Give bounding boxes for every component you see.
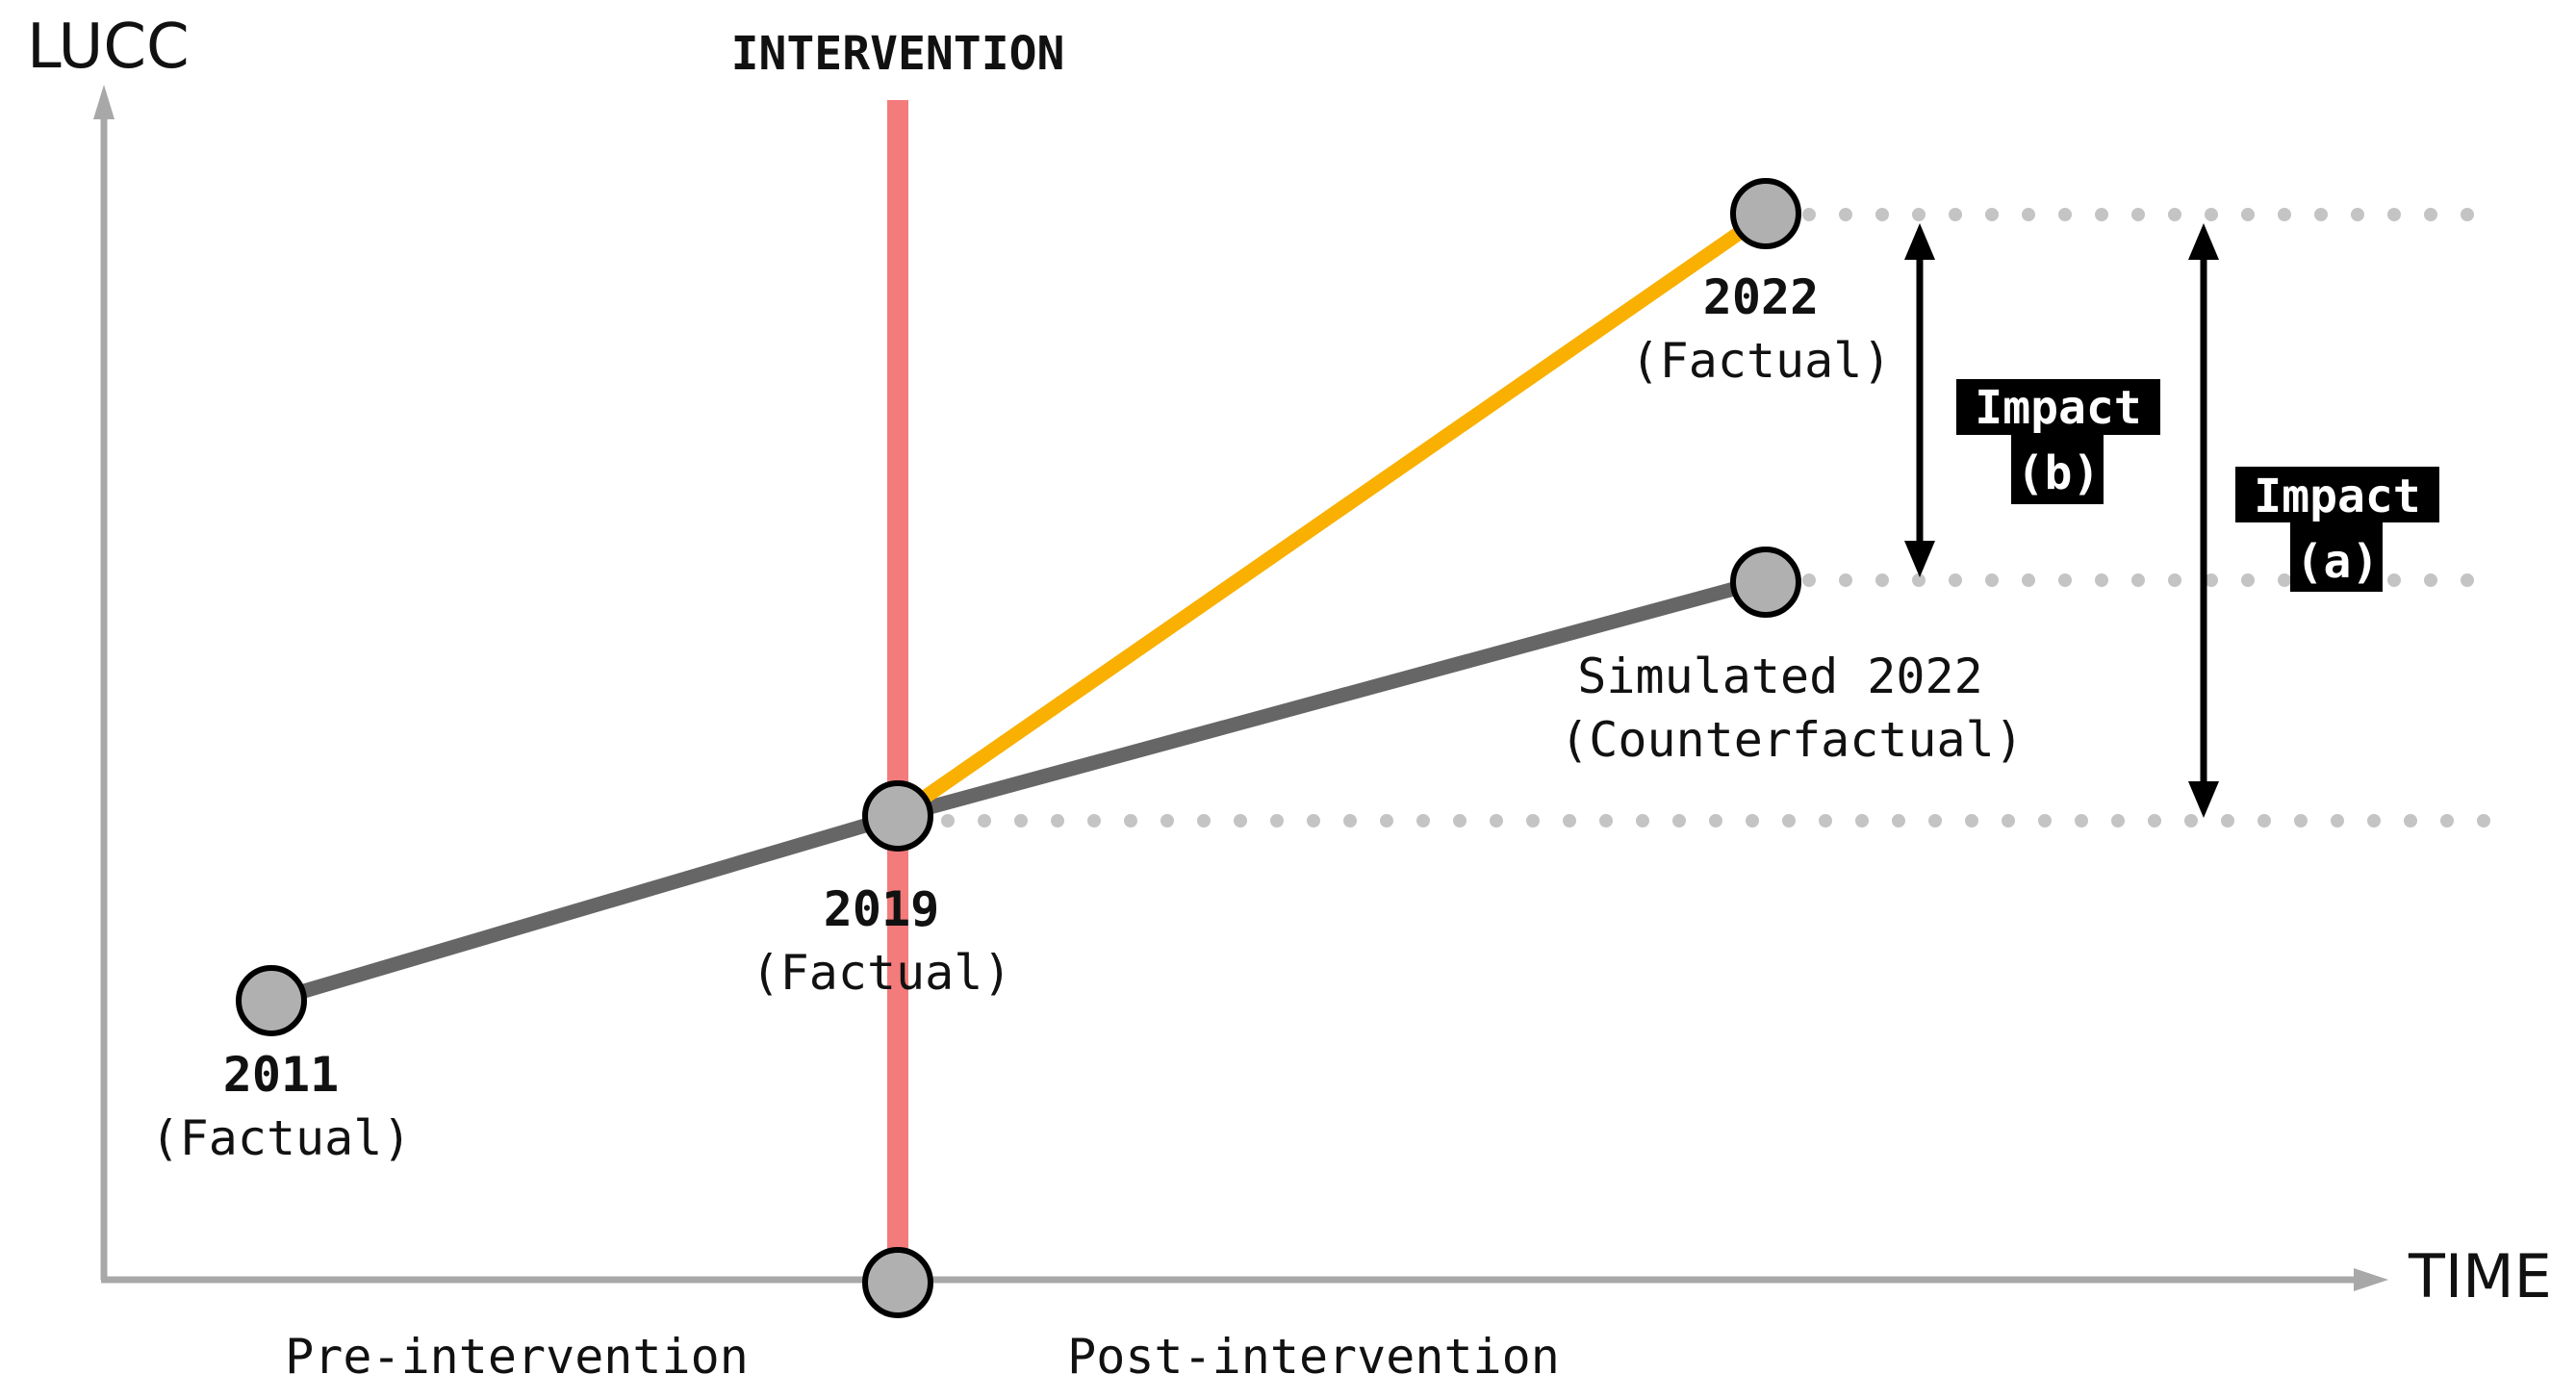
x-axis-label: TIME [2408, 1241, 2552, 1311]
impact-a-arrow [2188, 223, 2219, 818]
post-intervention-label: Post-intervention [1067, 1329, 1560, 1385]
label-2022-note: (Factual) [1631, 333, 1892, 389]
node-2011 [236, 965, 307, 1036]
pre-intervention-label: Pre-intervention [285, 1329, 749, 1385]
impact-b-line2: (b) [2017, 446, 2101, 500]
label-simulated-2022-note: (Counterfactual) [1560, 712, 2024, 768]
intervention-label: INTERVENTION [731, 27, 1065, 81]
node-2022-factual [1730, 178, 1801, 249]
impact-a-line1: Impact [2254, 470, 2420, 523]
impact-b-line1: Impact [1975, 381, 2141, 435]
y-axis-arrowhead [93, 85, 115, 119]
label-2019-year: 2019 [824, 881, 939, 937]
impact-a-line2: (a) [2296, 535, 2380, 589]
node-simulated-2022 [1730, 547, 1801, 618]
factual-line-2019-2022 [890, 207, 1773, 824]
x-axis-arrowhead [2354, 1268, 2388, 1291]
impact-b-arrow [1904, 223, 1935, 577]
label-simulated-2022-year: Simulated 2022 [1577, 649, 1982, 704]
trend-line-2011-2019 [264, 808, 905, 1008]
label-2019-note: (Factual) [752, 945, 1012, 1001]
node-intervention-time [862, 1247, 933, 1318]
trend-line-2019-simulated-2022 [890, 573, 1773, 824]
label-2011-year: 2011 [223, 1047, 339, 1103]
label-2022-year: 2022 [1703, 269, 1819, 325]
impact-b-label: Impact (b) [1956, 379, 2160, 504]
y-axis-label: LUCC [27, 12, 190, 83]
node-2019 [862, 780, 933, 852]
impact-a-label: Impact (a) [2235, 467, 2439, 592]
label-2011-note: (Factual) [151, 1110, 412, 1166]
